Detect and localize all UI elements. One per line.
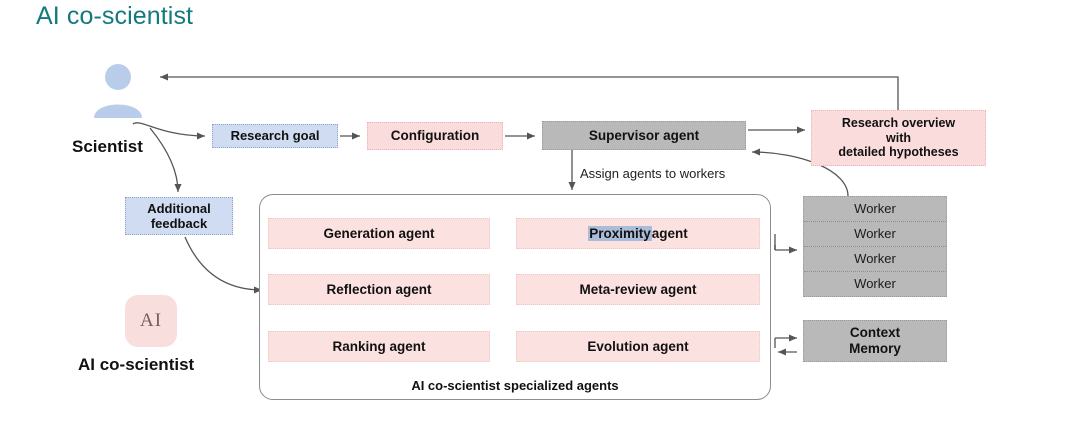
node-research-overview[interactable]: Research overview with detailed hypothes… [811, 110, 986, 166]
arrow-scientist-to-goal [132, 122, 206, 140]
memory-line-2: Memory [849, 341, 901, 356]
node-workers[interactable]: Worker Worker Worker Worker [803, 196, 947, 297]
worker-row[interactable]: Worker [854, 276, 896, 292]
agent-proximity[interactable]: Proximity agent [516, 218, 760, 249]
agent-reflection[interactable]: Reflection agent [268, 274, 490, 305]
worker-row[interactable]: Worker [804, 222, 946, 247]
agent-generation[interactable]: Generation agent [268, 218, 490, 249]
worker-row[interactable]: Worker [804, 247, 946, 272]
agent-proximity-rest: agent [651, 225, 688, 241]
agent-evolution[interactable]: Evolution agent [516, 331, 760, 362]
ai-logo-icon: AI [125, 295, 177, 347]
agent-meta-review[interactable]: Meta-review agent [516, 274, 760, 305]
overview-line-1: Research overview [841, 115, 956, 130]
overview-line-2: with [886, 130, 911, 145]
node-additional-feedback[interactable]: Additional feedback [125, 197, 233, 235]
node-research-goal[interactable]: Research goal [212, 124, 338, 148]
node-context-memory[interactable]: Context Memory [803, 320, 947, 362]
overview-line-3: detailed hypotheses [838, 145, 959, 160]
node-configuration[interactable]: Configuration [367, 122, 503, 150]
arrow-scientist-to-feedback [149, 127, 182, 193]
arrow-feedback-to-reflection [184, 236, 263, 294]
feedback-line-1: Additional [147, 200, 211, 216]
agents-panel-caption: AI co-scientist specialized agents [411, 378, 619, 393]
scientist-label: Scientist [72, 137, 143, 156]
assign-agents-label: Assign agents to workers [580, 166, 726, 181]
ai-co-scientist-label: AI co-scientist [78, 355, 195, 374]
worker-row[interactable]: Worker [804, 197, 946, 222]
agent-ranking[interactable]: Ranking agent [268, 331, 490, 362]
agent-proximity-highlight: Proximity [588, 225, 652, 242]
person-avatar-icon [90, 62, 146, 118]
memory-line-1: Context [849, 325, 901, 341]
arrow-overview-to-scientist [160, 73, 899, 110]
node-supervisor-agent[interactable]: Supervisor agent [542, 121, 746, 150]
feedback-line-2: feedback [150, 216, 208, 231]
page-title: AI co-scientist [36, 2, 194, 30]
